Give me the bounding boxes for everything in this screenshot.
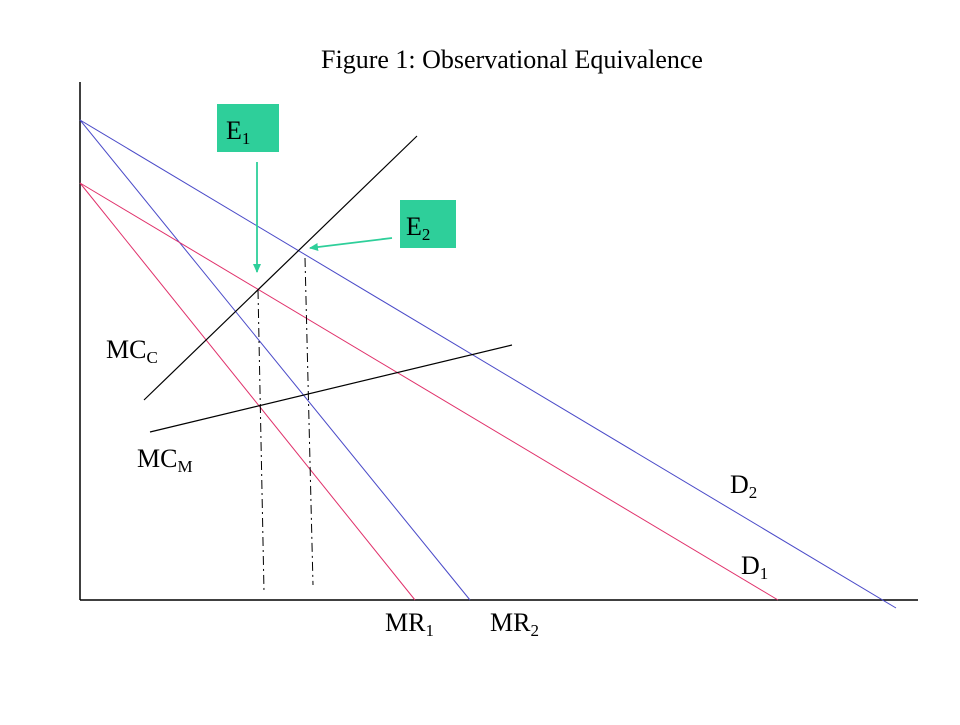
label-e1-sub: 1	[242, 129, 251, 148]
label-mc-c-sub: C	[146, 348, 157, 367]
label-mr1-base: MR	[385, 608, 426, 637]
label-e1-background	[217, 104, 279, 152]
label-d2-base: D	[730, 470, 749, 499]
label-mc-m-base: MC	[137, 444, 177, 473]
demand-curve-d1	[79, 182, 779, 601]
label-mc-c-base: MC	[106, 335, 146, 364]
curves	[79, 119, 897, 609]
marginal-revenue-curve-mr1	[79, 182, 416, 601]
label-mr1-sub: 1	[425, 621, 434, 640]
label-d2-sub: 2	[749, 483, 758, 502]
marginal-cost-curve-mc-m	[149, 344, 513, 433]
label-e2-base: E	[406, 212, 422, 241]
label-d1-sub: 1	[760, 564, 769, 583]
label-d1-base: D	[741, 551, 760, 580]
label-mc-c: MCC	[106, 335, 158, 367]
figure-title: Figure 1: Observational Equivalence	[321, 45, 703, 74]
dropline-e2	[304, 257, 314, 586]
label-mc-m-sub: M	[177, 457, 192, 476]
label-mc-m: MCM	[137, 444, 193, 476]
label-mr1: MR1	[385, 608, 434, 640]
label-mr2-sub: 2	[530, 621, 539, 640]
equilibrium-droplines	[257, 257, 314, 593]
label-d2: D2	[730, 470, 757, 502]
label-d1: D1	[741, 551, 768, 583]
demand-curve-d2	[79, 119, 897, 609]
label-e1: E1	[226, 116, 250, 148]
label-e2-sub: 2	[422, 225, 431, 244]
label-e1-box: E1	[217, 104, 279, 152]
label-e2-background	[400, 200, 456, 248]
equilibrium-arrows	[253, 162, 393, 273]
label-mr2-base: MR	[490, 608, 531, 637]
dropline-e1	[257, 289, 265, 593]
marginal-revenue-curve-mr2	[79, 119, 471, 601]
arrow-e2	[309, 237, 393, 252]
marginal-cost-curve-mc-c	[143, 135, 418, 401]
label-mr2: MR2	[490, 608, 539, 640]
label-e2-box: E2	[400, 200, 456, 248]
label-e2: E2	[406, 212, 430, 244]
label-e1-base: E	[226, 116, 242, 145]
axes	[79, 82, 918, 601]
